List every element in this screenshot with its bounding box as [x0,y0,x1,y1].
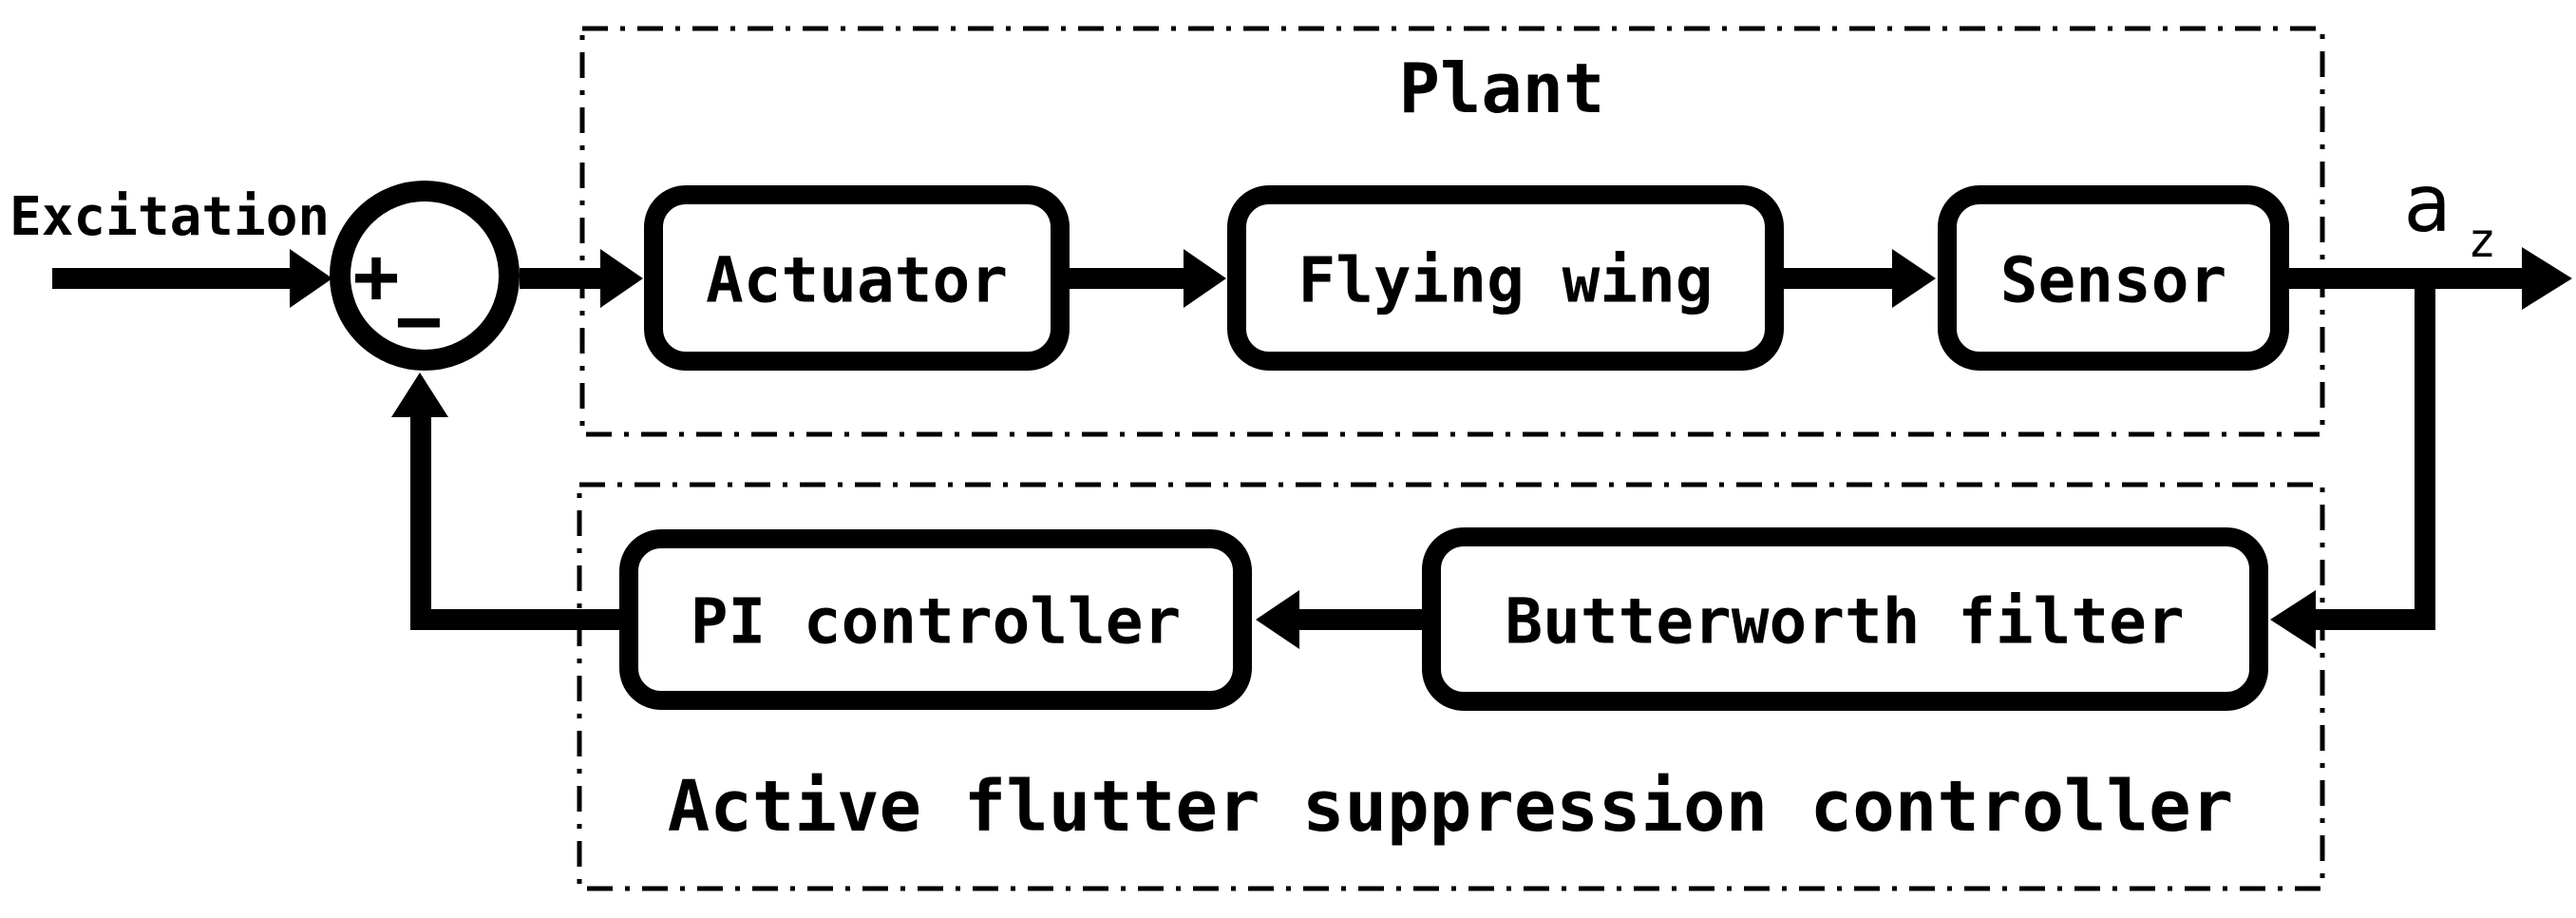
filter-to-pi-arrowhead-icon [1256,590,1299,649]
pi-controller-block [619,529,1252,710]
output-signal-label: a [2403,157,2452,250]
sum-to-actuator-arrowhead-icon [600,249,643,308]
wing-to-sensor-arrowhead-icon [1892,249,1936,308]
pi-to-sum-arrowhead-icon [391,373,448,417]
feedback-to-filter-wire [2316,609,2435,630]
afs-dashed-box [577,482,2325,891]
sensor-label: Sensor [2000,244,2226,317]
input-arrowhead-icon [290,249,332,308]
plant-dashed-box [579,26,2325,437]
pi-controller-label: PI controller [691,585,1182,659]
output-signal-subscript: z [2468,213,2496,268]
butterworth-filter-block [1422,527,2268,711]
summing-junction [330,181,520,371]
excitation-label: Excitation [9,186,330,248]
actuator-to-wing-arrowhead-icon [1184,249,1226,308]
feedback-to-filter-arrowhead-icon [2270,590,2316,649]
input-wire [52,268,290,289]
plant-title: Plant [1399,48,1605,128]
output-wire [2289,268,2522,289]
actuator-to-wing-wire [1070,268,1184,289]
sensor-block [1938,185,2289,371]
flying-wing-label: Flying wing [1297,244,1713,317]
butterworth-filter-label: Butterworth filter [1505,585,2184,659]
sum-plus-sign: + [352,232,399,322]
actuator-label: Actuator [706,244,1008,317]
afs-caption: Active flutter suppression controller [668,766,2233,848]
pi-to-sum-vertical-wire [410,415,431,630]
sum-minus-sign: − [395,277,442,367]
actuator-block [644,185,1070,371]
sum-to-actuator-wire [520,268,600,289]
output-arrowhead-icon [2522,247,2572,310]
flying-wing-block [1227,185,1784,371]
pi-to-sum-horizontal-wire [410,609,619,630]
feedback-tap-wire [2415,285,2435,630]
wing-to-sensor-wire [1784,268,1892,289]
filter-to-pi-wire [1299,609,1422,630]
